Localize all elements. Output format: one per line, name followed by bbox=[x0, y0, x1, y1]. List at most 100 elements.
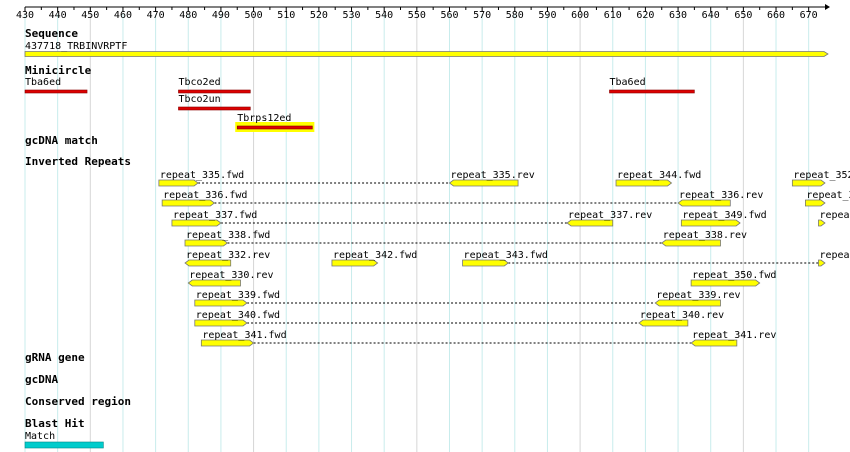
position-ruler: 430 440 450 460 470 480 490 500 510 520 530 540 550 5… bbox=[16, 4, 830, 21]
inverted-repeats-track: repeat_335.fwd repeat_335.rev repeat_344.f… bbox=[158, 170, 850, 347]
ruler-tick-label: 540 bbox=[375, 10, 393, 21]
repeat-feature bbox=[791, 179, 826, 187]
ruler-tick-label: 590 bbox=[538, 10, 556, 21]
repeat-feature bbox=[566, 219, 614, 227]
repeat-feature bbox=[161, 199, 216, 207]
repeat-label: repeat_350.fwd bbox=[692, 270, 776, 281]
track-title-conserved-region: Conserved region bbox=[25, 395, 131, 408]
minicircle-feature bbox=[178, 106, 251, 111]
repeat-label: repeat_35 bbox=[806, 190, 850, 201]
repeat-feature bbox=[680, 219, 741, 227]
repeat-label: repeat_352.. bbox=[793, 170, 850, 181]
ruler-tick-label: 490 bbox=[212, 10, 230, 21]
ruler-tick-label: 560 bbox=[440, 10, 458, 21]
repeat-feature bbox=[690, 339, 738, 347]
track-title-gcdna-match: gcDNA match bbox=[25, 134, 98, 147]
minicircle-label: Tba6ed bbox=[609, 77, 645, 88]
repeat-feature bbox=[462, 259, 509, 267]
repeat-label: repeat_337.fwd bbox=[173, 210, 257, 221]
track-title-inverted-repeats: Inverted Repeats bbox=[25, 155, 131, 168]
minicircle-label: Tbco2un bbox=[178, 94, 220, 105]
repeat-label: repeat_336.fwd bbox=[163, 190, 247, 201]
repeat-feature bbox=[448, 179, 519, 187]
blast-hit-label: Match bbox=[25, 431, 55, 442]
repeat-label: repeat_ bbox=[819, 210, 850, 221]
ruler-tick-label: 570 bbox=[473, 10, 491, 21]
repeat-label: repeat_340.fwd bbox=[196, 310, 280, 321]
gridlines bbox=[24, 14, 810, 452]
repeat-label: repeat_338.rev bbox=[663, 230, 747, 241]
ruler-tick-label: 660 bbox=[767, 10, 785, 21]
track-titles: Sequence Minicircle gcDNA match Inverted… bbox=[25, 27, 131, 430]
ruler-tick-label: 450 bbox=[81, 10, 99, 21]
track-title-sequence: Sequence bbox=[25, 27, 78, 40]
repeat-feature bbox=[677, 199, 731, 207]
ruler-tick-label: 440 bbox=[49, 10, 67, 21]
ruler-tick-label: 510 bbox=[277, 10, 295, 21]
repeat-feature bbox=[171, 219, 222, 227]
repeat-feature bbox=[194, 319, 248, 327]
minicircle-label: Tba6ed bbox=[25, 77, 61, 88]
track-title-grna-gene: gRNA gene bbox=[25, 351, 85, 364]
sequence-label: 437718_TRBINVRPTF bbox=[25, 41, 127, 52]
ruler-tick-label: 460 bbox=[114, 10, 132, 21]
repeat-feature bbox=[615, 179, 673, 187]
repeat-feature bbox=[331, 259, 379, 267]
track-title-gcdna: gcDNA bbox=[25, 373, 58, 386]
repeat-label: repeat_332.rev bbox=[186, 250, 270, 261]
repeat-feature bbox=[818, 219, 826, 227]
repeat-label: repeat_338.fwd bbox=[186, 230, 270, 241]
repeat-feature bbox=[805, 199, 826, 207]
ruler-tick-label: 600 bbox=[571, 10, 589, 21]
ruler-tick-label: 500 bbox=[245, 10, 263, 21]
repeat-feature bbox=[184, 259, 232, 267]
repeat-label: repeat_330.rev bbox=[189, 270, 273, 281]
repeat-label: repeat_341.rev bbox=[692, 330, 776, 341]
repeat-feature bbox=[187, 279, 241, 287]
track-title-blast-hit: Blast Hit bbox=[25, 417, 85, 430]
ruler-tick-label: 430 bbox=[16, 10, 34, 21]
repeat-label: repeat_339.fwd bbox=[196, 290, 280, 301]
repeat-feature bbox=[661, 239, 721, 247]
ruler-tick-label: 470 bbox=[147, 10, 165, 21]
ruler-tick-label: 580 bbox=[506, 10, 524, 21]
minicircle-label: Tbrps12ed bbox=[237, 113, 291, 124]
repeat-feature bbox=[654, 299, 721, 307]
repeat-label: repeat_339.rev bbox=[656, 290, 740, 301]
ruler-tick-label: 650 bbox=[734, 10, 752, 21]
minicircle-feature bbox=[609, 89, 695, 94]
ruler-tick-label: 520 bbox=[310, 10, 328, 21]
repeat-label: repeat_341.fwd bbox=[202, 330, 286, 341]
repeat-feature bbox=[194, 299, 248, 307]
repeat-label: repeat_344.fwd bbox=[617, 170, 701, 181]
ruler-tick-label: 530 bbox=[342, 10, 360, 21]
repeat-label: repeat_340.rev bbox=[640, 310, 724, 321]
ruler-tick-label: 550 bbox=[408, 10, 426, 21]
sequence-bar bbox=[24, 51, 829, 57]
sequence-track: 437718_TRBINVRPTF bbox=[24, 41, 829, 57]
repeat-label: repeat_342.fwd bbox=[333, 250, 417, 261]
minicircle-feature bbox=[24, 89, 88, 94]
ruler-tick-label: 610 bbox=[604, 10, 622, 21]
repeat-label: repeat_335.fwd bbox=[160, 170, 244, 181]
repeat-label: repeat_ bbox=[819, 250, 850, 261]
ruler-tick-label: 630 bbox=[669, 10, 687, 21]
repeat-feature bbox=[818, 259, 826, 267]
repeat-label: repeat_349.fwd bbox=[682, 210, 766, 221]
repeat-feature bbox=[638, 319, 689, 327]
track-title-minicircle: Minicircle bbox=[25, 64, 92, 77]
repeat-feature bbox=[158, 179, 199, 187]
repeat-label: repeat_335.rev bbox=[450, 170, 534, 181]
repeat-label: repeat_343.fwd bbox=[464, 250, 548, 261]
repeat-label: repeat_337.rev bbox=[568, 210, 652, 221]
ruler-tick-label: 480 bbox=[179, 10, 197, 21]
minicircle-feature bbox=[236, 125, 313, 130]
minicircle-label: Tbco2ed bbox=[178, 77, 220, 88]
minicircle-feature bbox=[178, 89, 251, 94]
repeat-feature bbox=[200, 339, 255, 347]
repeat-label: repeat_336.rev bbox=[679, 190, 763, 201]
ruler-tick-label: 640 bbox=[702, 10, 720, 21]
ruler-tick-label: 670 bbox=[800, 10, 818, 21]
